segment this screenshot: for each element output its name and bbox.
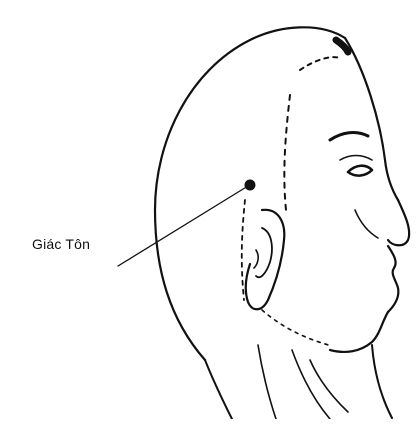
nose-outline xyxy=(388,200,409,245)
neck-line-1 xyxy=(258,345,276,419)
acupoint-label: Giác Tôn xyxy=(32,236,90,252)
lips-outline xyxy=(388,246,398,312)
leader-line xyxy=(118,186,248,266)
jaw-shading xyxy=(262,310,332,346)
ear-canal xyxy=(254,250,258,268)
cheek-line xyxy=(355,210,378,238)
acupoint-dot xyxy=(245,180,256,191)
neck-front xyxy=(372,345,392,418)
ear-inner xyxy=(256,228,272,277)
neck-line-3 xyxy=(310,360,348,412)
neck-back xyxy=(205,360,232,419)
eyebrow xyxy=(330,133,368,140)
temple-line xyxy=(242,200,245,300)
eye xyxy=(348,166,372,176)
hairline xyxy=(300,57,340,70)
jaw-outline xyxy=(330,312,388,352)
hairline-side xyxy=(284,95,290,210)
skull-outline xyxy=(155,27,345,360)
ear-outline xyxy=(246,210,284,309)
eye-lid xyxy=(340,156,372,161)
